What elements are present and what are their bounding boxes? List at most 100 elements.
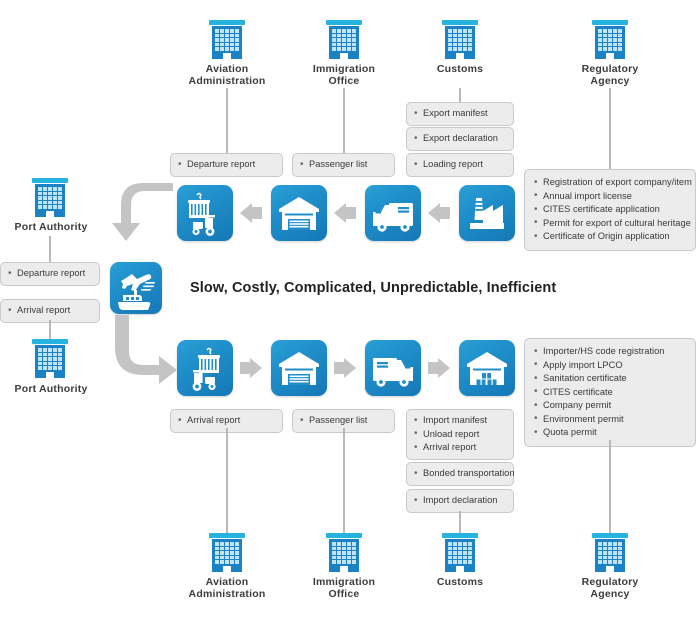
connector-line (226, 88, 228, 154)
note-item: Bonded transportation (414, 467, 515, 481)
note-item: Import manifest (414, 414, 506, 428)
connector-line (609, 88, 611, 169)
agency-label-line2: Administration (188, 75, 266, 87)
note-item: Sanitation certificate (534, 372, 686, 386)
note-passenger-list-export: Passenger list (292, 153, 395, 177)
note-regulatory-import-requirements: Importer/HS code registration Apply impo… (524, 338, 696, 447)
flow-tile-warehouse-storage-import[interactable] (459, 340, 515, 396)
note-item: CITES certificate application (534, 203, 686, 217)
agency-label-port-authority-bottom: Port Authority (14, 383, 88, 395)
warehouse-icon (279, 352, 319, 385)
building-icon-aviation-administration-top (208, 20, 246, 62)
agency-label-line2: Agency (590, 588, 630, 600)
connector-line (343, 88, 345, 154)
note-item: Arrival report (414, 441, 506, 455)
note-departure-report-export: Departure report (170, 153, 283, 177)
connector-line (49, 320, 51, 342)
agency-label-regulatory-agency-bottom: Regulatory Agency (550, 576, 670, 600)
flow-arrow-right-import-1 (240, 358, 262, 378)
agency-label-line2: Administration (188, 588, 266, 600)
note-item: Importer/HS code registration (534, 345, 686, 359)
note-export-manifest: Export manifest (406, 102, 514, 126)
building-icon-customs-top (441, 20, 479, 62)
note-item: Environment permit (534, 412, 686, 427)
flow-tile-container-forklift-export[interactable] (177, 185, 233, 241)
flow-tile-truck-import[interactable] (365, 340, 421, 396)
note-item: Quota permit (534, 426, 686, 440)
agency-label-customs-top: Customs (400, 63, 520, 75)
note-item: Arrival report (178, 414, 275, 428)
connector-line (226, 428, 228, 534)
note-item: Certificate of Origin application (534, 230, 686, 244)
note-item: Permit for export of cultural heritage (534, 216, 691, 231)
agency-label-line1: Aviation (205, 63, 249, 75)
connector-line (609, 440, 611, 534)
container-forklift-icon (188, 192, 215, 236)
agency-label-line1: Immigration (312, 63, 376, 75)
note-item: Unload report (414, 427, 506, 442)
flow-arrow-left-export-3 (428, 203, 450, 223)
note-import-declaration: Import declaration (406, 489, 514, 513)
note-loading-report: Loading report (406, 153, 514, 177)
agency-label-line1: Customs (436, 576, 484, 588)
note-item: Departure report (8, 267, 92, 281)
note-departure-report-port: Departure report (0, 262, 100, 286)
flow-tile-factory-export[interactable] (459, 185, 515, 241)
flow-tile-container-forklift-import[interactable] (177, 340, 233, 396)
building-icon-customs-bottom (441, 533, 479, 575)
building-icon-port-authority-top (31, 178, 69, 220)
hub-tile-port[interactable] (110, 262, 162, 314)
agency-label-regulatory-agency-top: Regulatory Agency (550, 63, 670, 87)
agency-label-line2: Agency (590, 75, 630, 87)
agency-label-port-authority-top: Port Authority (14, 221, 88, 233)
container-forklift-icon (192, 347, 220, 391)
building-icon-regulatory-agency-top (591, 20, 629, 62)
agency-label-line1: Aviation (205, 576, 249, 588)
agency-label-immigration-office-top: Immigration Office (284, 63, 404, 87)
connector-line (459, 88, 461, 103)
truck-icon (373, 203, 413, 232)
agency-label-line1: Regulatory (581, 576, 639, 588)
agency-label-immigration-office-bottom: Immigration Office (284, 576, 404, 600)
note-item: Annual import license (534, 189, 686, 204)
building-icon-immigration-office-bottom (325, 533, 363, 575)
flow-tile-warehouse-export[interactable] (271, 185, 327, 241)
agency-label-line2: Office (328, 588, 360, 600)
connector-line (343, 428, 345, 534)
flow-arrow-right-import-2 (334, 358, 356, 378)
flow-tile-truck-export[interactable] (365, 185, 421, 241)
truck-icon (373, 358, 413, 387)
warehouse-storage-icon (467, 352, 507, 385)
connector-line (459, 511, 461, 534)
agency-label-line1: Customs (436, 63, 484, 75)
note-item: Export declaration (414, 132, 506, 146)
flow-arrow-right-import-3 (428, 358, 450, 378)
building-icon-port-authority-bottom (31, 339, 69, 381)
note-item: Apply import LPCO (534, 358, 686, 373)
building-icon-aviation-administration-bottom (208, 533, 246, 575)
note-export-declaration: Export declaration (406, 127, 514, 151)
building-icon-immigration-office-top (325, 20, 363, 62)
note-regulatory-export-requirements: Registration of export company/item Annu… (524, 169, 696, 251)
note-item: Loading report (414, 158, 506, 172)
flow-tile-warehouse-import[interactable] (271, 340, 327, 396)
flow-arrow-left-export-1 (240, 203, 262, 223)
note-item: Import declaration (414, 494, 506, 508)
building-icon-regulatory-agency-bottom (591, 533, 629, 575)
note-item: Departure report (178, 158, 275, 172)
agency-label-line2: Office (328, 75, 360, 87)
note-item: Passenger list (300, 414, 387, 428)
note-import-manifest-group: Import manifest Unload report Arrival re… (406, 409, 514, 460)
note-item: Arrival report (8, 304, 92, 318)
plane-ship-icon (118, 274, 155, 310)
agency-label-aviation-administration-top: Aviation Administration (167, 63, 287, 87)
flow-arrow-left-export-2 (334, 203, 356, 223)
agency-label-line1: Immigration (312, 576, 376, 588)
connector-line (49, 236, 51, 262)
factory-icon (470, 198, 504, 229)
warehouse-icon (279, 197, 319, 230)
elbow-arrow-import-out (107, 315, 187, 387)
note-arrival-report-port: Arrival report (0, 299, 100, 323)
elbow-arrow-export-in (107, 183, 179, 255)
